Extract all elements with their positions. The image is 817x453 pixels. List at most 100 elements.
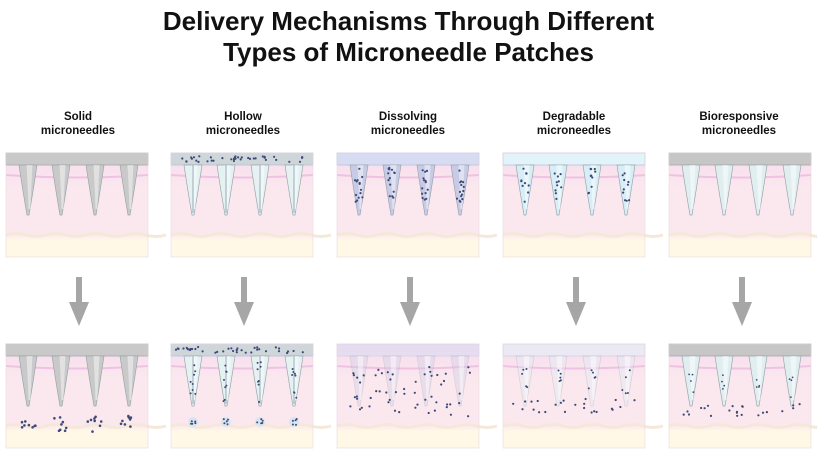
drug-dot — [414, 380, 417, 383]
arrow-head — [234, 302, 254, 326]
drug-dot — [91, 430, 94, 433]
drug-dot — [188, 348, 191, 351]
drug-dot — [421, 169, 424, 172]
drug-dot — [358, 182, 361, 185]
needle-highlight — [390, 356, 397, 400]
drug-dot — [257, 383, 260, 386]
drug-dot — [554, 403, 557, 406]
drug-dot — [559, 376, 562, 379]
drug-dot — [288, 160, 291, 163]
drug-dot — [536, 399, 539, 403]
needle — [548, 164, 568, 216]
drug-dot — [193, 373, 196, 376]
drug-dot — [590, 168, 593, 171]
drug-dot — [197, 345, 200, 349]
drug-dot — [354, 179, 357, 182]
drug-dot — [467, 366, 470, 369]
drug-dot — [520, 180, 523, 183]
drug-dot — [563, 410, 567, 413]
panel-bioresponsive-after — [668, 343, 817, 449]
drug-dot — [261, 422, 264, 424]
drug-dot — [223, 422, 226, 425]
drug-dot — [430, 374, 433, 377]
drug-dot — [232, 159, 235, 163]
panel-degradable-before — [502, 152, 664, 258]
drug-dot — [398, 411, 401, 414]
drug-dot — [225, 370, 228, 373]
needle-highlight — [458, 356, 465, 400]
drug-dot — [467, 415, 470, 418]
drug-dot — [557, 369, 560, 372]
drug-dot — [512, 402, 515, 405]
drug-dot — [23, 424, 26, 427]
needle — [51, 355, 71, 407]
drug-dot — [388, 177, 391, 180]
drug-dot — [527, 191, 530, 194]
needle-highlight — [390, 165, 397, 209]
arrow-shaft — [407, 277, 413, 303]
drug-dot — [425, 197, 428, 200]
drug-dot — [227, 418, 229, 421]
drug-dot — [369, 396, 372, 400]
panel-frame — [5, 343, 149, 449]
drug-dot — [460, 193, 464, 196]
drug-dot — [757, 414, 760, 417]
drug-dot — [435, 401, 438, 404]
arrow-shaft — [76, 277, 82, 303]
dermis-line — [668, 232, 817, 238]
arrow-head — [400, 302, 420, 326]
drug-dot — [185, 346, 188, 349]
drug-dot — [253, 346, 256, 349]
needle — [51, 164, 71, 216]
drug-dot — [790, 396, 792, 398]
drug-dot — [227, 347, 230, 350]
drug-dot — [240, 156, 243, 159]
drug-dot — [191, 389, 194, 391]
drug-dot — [247, 156, 250, 160]
drug-dot — [89, 418, 93, 422]
drug-droplet — [188, 417, 198, 427]
drug-dot — [210, 159, 213, 162]
drug-dot — [378, 390, 381, 393]
drug-dot — [222, 350, 225, 353]
drug-dot — [356, 376, 359, 379]
drug-dot — [700, 406, 703, 410]
drug-dot — [735, 410, 739, 413]
drug-dot — [64, 426, 68, 430]
drug-dot — [424, 398, 427, 401]
drug-dot — [185, 160, 188, 163]
drug-dot — [394, 391, 397, 394]
drug-dot — [194, 370, 197, 373]
drug-dot — [562, 399, 565, 402]
drug-dot — [349, 405, 352, 408]
needle — [515, 355, 535, 407]
drug-dot — [256, 348, 259, 351]
drug-dot — [216, 350, 219, 353]
drug-dot — [58, 416, 62, 419]
drug-dot — [610, 407, 614, 410]
patch-base — [5, 343, 149, 357]
needle — [748, 164, 768, 216]
drug-dot — [359, 381, 362, 384]
drug-dot — [556, 184, 559, 187]
drug-dot — [590, 411, 593, 414]
drug-dot — [294, 419, 297, 422]
needle-highlight — [756, 356, 763, 400]
needle — [714, 355, 734, 407]
arrow-down-dissolving — [400, 277, 420, 326]
drug-dot — [791, 376, 794, 379]
drug-dot — [559, 401, 563, 404]
drug-dot — [614, 398, 617, 402]
dermis-line — [170, 423, 332, 429]
panel-solid-before — [5, 152, 167, 258]
label-degradable: Degradable microneedles — [536, 111, 612, 137]
drug-dot — [424, 179, 427, 182]
drug-dot — [686, 410, 689, 413]
drug-dot — [189, 380, 192, 383]
panel-hollow-before — [170, 152, 332, 258]
patch-base — [502, 343, 646, 357]
drug-dot — [194, 347, 197, 351]
needle-highlight — [458, 165, 465, 209]
drug-dot — [31, 426, 34, 429]
drug-dot — [424, 192, 427, 195]
